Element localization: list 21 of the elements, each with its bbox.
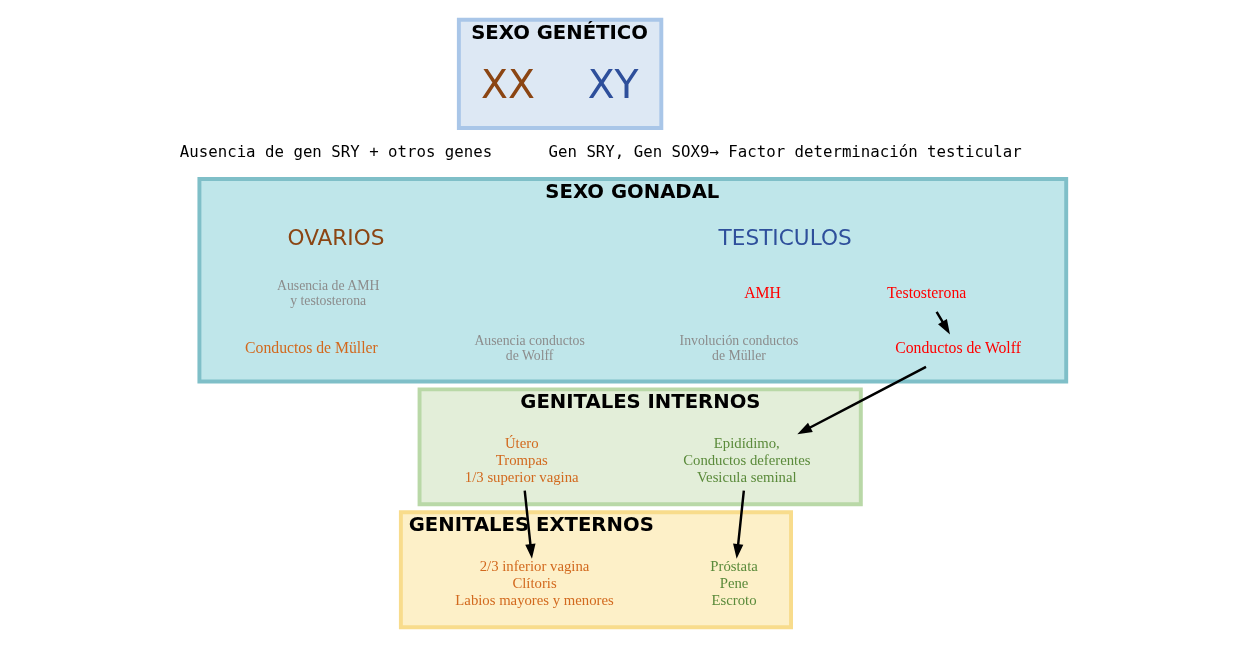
node-text: Conductos de Müller	[244, 338, 378, 356]
node-text: Ausencia de AMH y testosterona	[276, 278, 379, 309]
node-text: Conductos de Wolff	[894, 338, 1021, 356]
label: Gen SRY, Gen SOX9→ Factor determinación testicular	[548, 142, 1022, 162]
node-text: Ausencia conductos de Wolff	[473, 333, 585, 364]
node-text: Epidídimo, Conductos deferentes Vesicula seminal	[682, 435, 810, 485]
node-text: Testosterona	[886, 283, 966, 301]
node-text: Útero Trompas 1/3 superior vagina	[464, 435, 579, 485]
node-text: XY	[587, 62, 639, 108]
node-text: Involución conductos de Müller	[679, 333, 798, 364]
arrow	[796, 365, 927, 435]
node-text: OVARIOS	[287, 225, 384, 251]
label: Ausencia de gen SRY + otros genes	[179, 142, 492, 162]
arrow	[935, 311, 950, 335]
node-text: TESTICULOS	[718, 225, 852, 251]
node-text: AMH	[743, 283, 781, 301]
node-text: 2/3 inferior vagina Clítoris Labios mayores y menores	[454, 558, 614, 608]
arrow	[523, 490, 536, 559]
node-text: XX	[480, 62, 535, 108]
node-text: Próstata Pene Escroto	[709, 558, 758, 608]
arrow	[732, 490, 745, 559]
